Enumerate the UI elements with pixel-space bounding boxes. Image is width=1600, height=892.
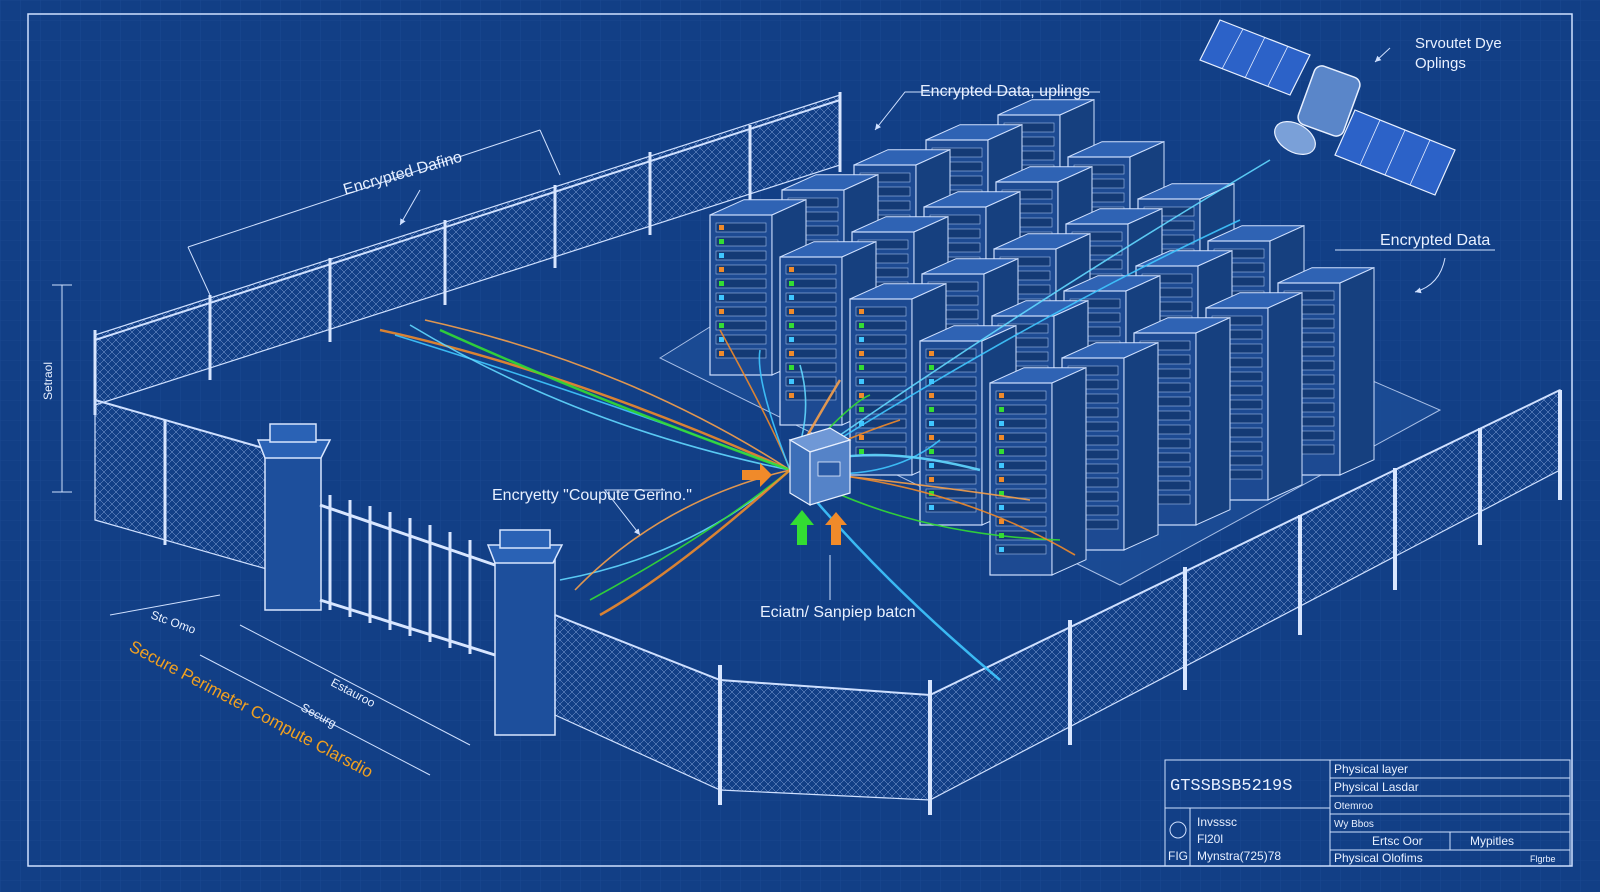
cable xyxy=(589,469,791,601)
cable xyxy=(789,159,1271,471)
cable xyxy=(379,328,791,472)
label-satellite-2: Oplings xyxy=(1415,55,1466,72)
label-right: Encrypted Data xyxy=(1380,232,1490,249)
title-block-fig: FIG xyxy=(1168,849,1188,863)
drawing-frame xyxy=(27,13,1573,867)
data-flow-arrows xyxy=(742,463,847,545)
label-center-bottom: Eciatn/ Sanpiep batcn xyxy=(760,604,916,621)
fence-front xyxy=(554,389,1562,815)
server-rack-icon xyxy=(989,366,1087,576)
title-block-code: GTSSBSB5219S xyxy=(1170,777,1292,796)
title-block-row3: Otemroo xyxy=(1334,801,1373,812)
cable xyxy=(424,319,791,471)
cable xyxy=(439,328,791,472)
fence-front-left xyxy=(94,399,271,571)
network-switch-icon xyxy=(788,427,852,507)
title-block-left-2: Fl20l xyxy=(1197,832,1223,846)
title-block-bottom: Physical Olofims xyxy=(1334,851,1423,865)
server-rack-icon xyxy=(1133,316,1231,526)
title-block xyxy=(1164,759,1571,867)
cable-bundle xyxy=(379,159,1271,681)
label-center-left: Encryetty "Coupute Gerino." xyxy=(492,487,692,504)
server-array xyxy=(709,98,1375,576)
label-left-vertical: Setraol xyxy=(41,362,55,400)
title-block-left-3: Mynstra(725)78 xyxy=(1197,849,1281,863)
cable xyxy=(409,324,791,471)
leader-lines xyxy=(52,47,1495,776)
satellite-icon xyxy=(1199,19,1456,196)
cable xyxy=(599,469,791,617)
gate-icon xyxy=(256,423,564,736)
cable xyxy=(789,219,1241,471)
label-satellite-1: Srvoutet Dye xyxy=(1415,35,1502,52)
title-block-left-1: Invsssc xyxy=(1197,815,1237,829)
title-block-row2: Physical Lasdar xyxy=(1334,780,1419,794)
title-block-row1: Physical layer xyxy=(1334,762,1408,776)
label-top-center: Encrypted Data, uplings xyxy=(920,83,1090,100)
cable xyxy=(758,349,791,471)
title-block-right: Mypitles xyxy=(1470,834,1514,848)
title-block-mid: Ertsc Oor xyxy=(1372,834,1423,848)
title-block-row4: Wy Bbos xyxy=(1334,819,1374,830)
title-block-tiny: Flgrbe xyxy=(1530,854,1556,864)
